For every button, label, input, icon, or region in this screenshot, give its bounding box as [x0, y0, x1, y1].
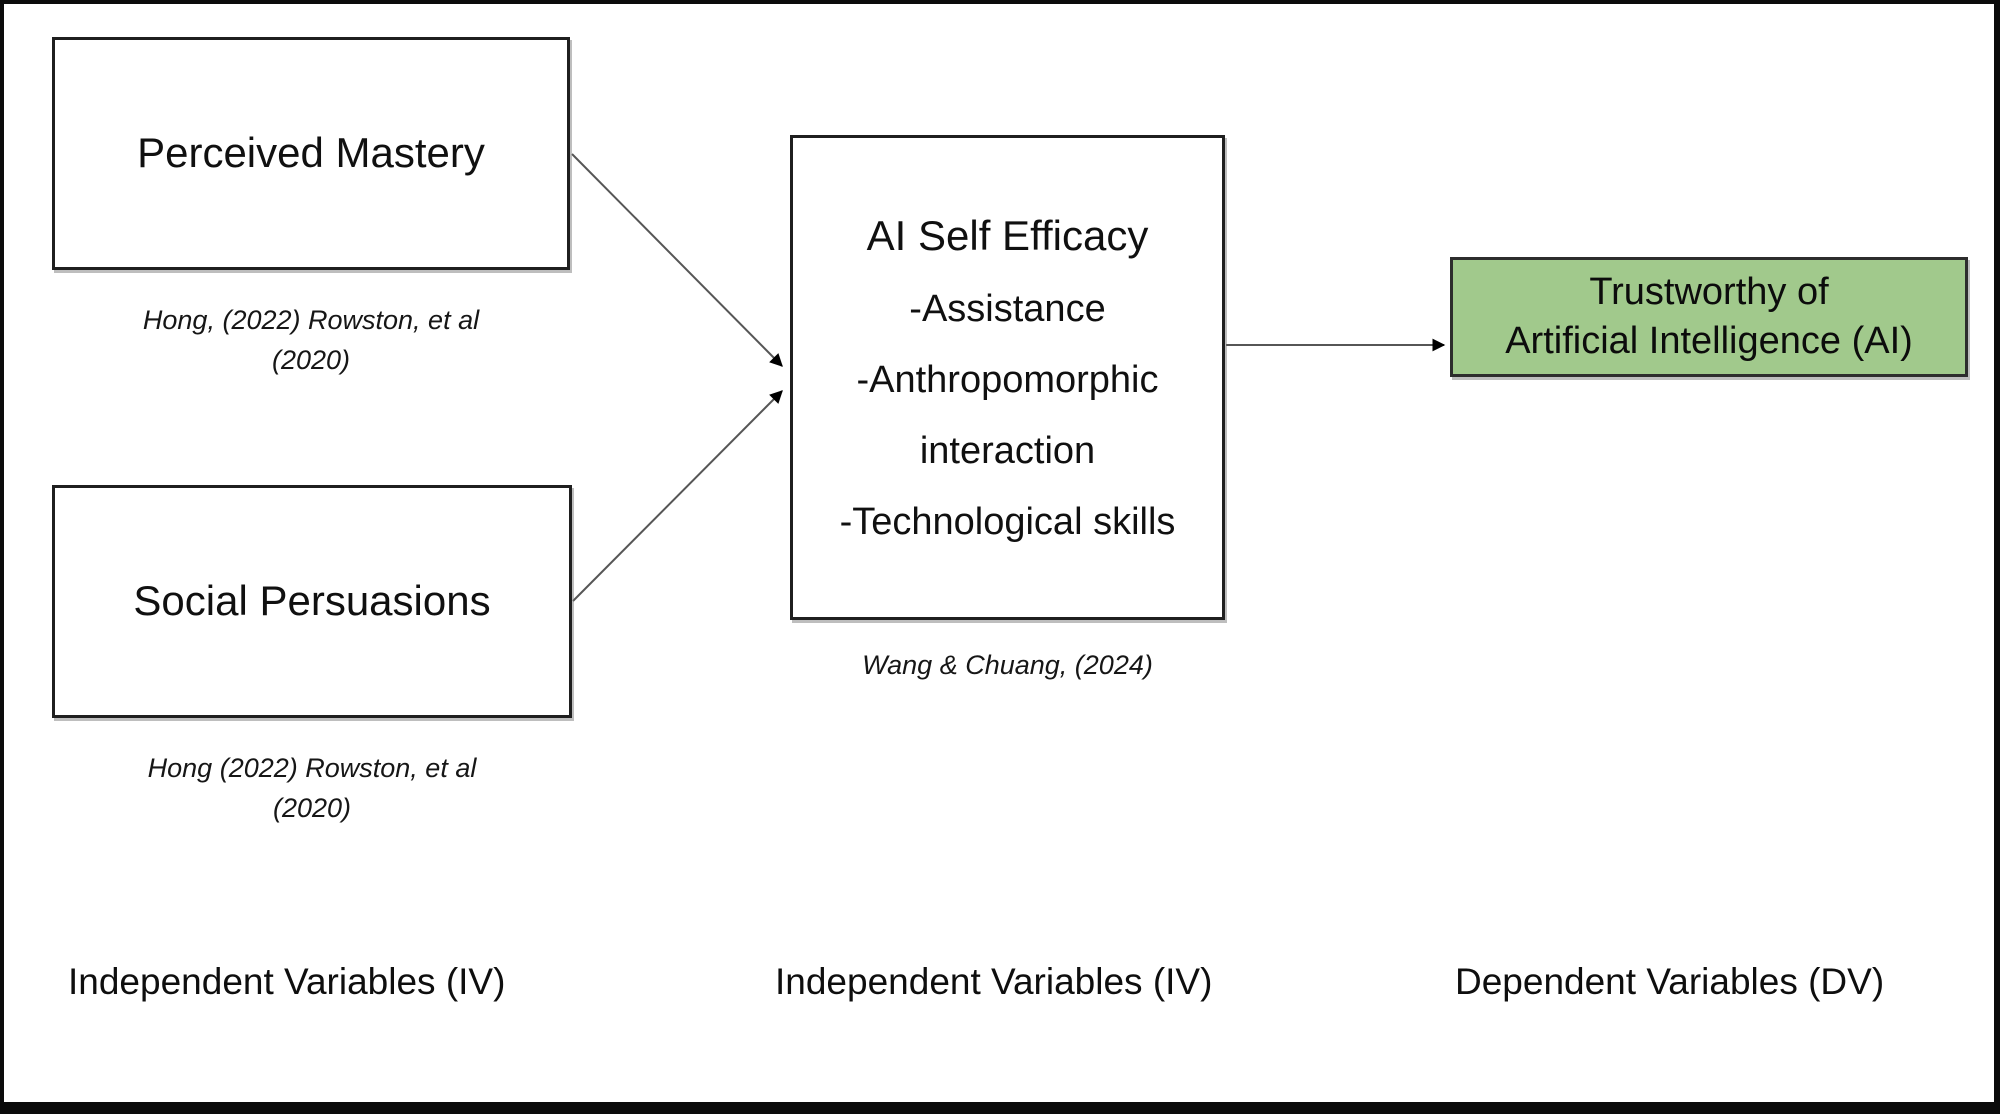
efficacy-item-anthropomorphic: -Anthropomorphic	[856, 359, 1159, 401]
node-ai-self-efficacy-title: AI Self Efficacy	[866, 212, 1149, 259]
arrow-perceived-mastery-to-ai-self-efficacy	[571, 153, 783, 367]
node-social-persuasions-label: Social Persuasions	[133, 577, 491, 625]
citation-perceived-mastery: Hong, (2022) Rowston, et al (2020)	[52, 300, 570, 380]
citation-ai-self-efficacy: Wang & Chuang, (2024)	[790, 645, 1225, 685]
node-trustworthy-ai: Trustworthy of Artificial Intelligence (…	[1450, 257, 1968, 377]
node-social-persuasions: Social Persuasions	[52, 485, 572, 718]
efficacy-item-assistance: -Assistance	[909, 288, 1106, 330]
citation-line: Hong, (2022) Rowston, et al	[142, 305, 480, 335]
column-label-independent-variables-left: Independent Variables (IV)	[68, 961, 506, 1002]
citation-line: Wang & Chuang, (2024)	[862, 650, 1153, 680]
citation-line: (2020)	[271, 345, 351, 375]
citation-line: (2020)	[272, 793, 352, 823]
node-trustworthy-ai-label: Trustworthy of Artificial Intelligence (…	[1505, 268, 1913, 366]
efficacy-item-technological-skills: -Technological skills	[839, 501, 1176, 543]
node-trustworthy-ai-label-line2: Artificial Intelligence (AI)	[1505, 320, 1913, 362]
node-trustworthy-ai-label-line1: Trustworthy of	[1589, 271, 1829, 313]
node-ai-self-efficacy-items: -Assistance -Anthropomorphic interaction…	[793, 274, 1222, 558]
citation-line: Hong (2022) Rowston, et al	[147, 753, 477, 783]
column-label-dependent-variables: Dependent Variables (DV)	[1455, 961, 1885, 1002]
node-perceived-mastery: Perceived Mastery	[52, 37, 570, 270]
column-label-independent-variables-middle: Independent Variables (IV)	[775, 961, 1213, 1002]
node-perceived-mastery-label: Perceived Mastery	[137, 129, 485, 177]
citation-social-persuasions: Hong (2022) Rowston, et al (2020)	[52, 748, 572, 828]
node-ai-self-efficacy: AI Self Efficacy -Assistance -Anthropomo…	[790, 135, 1225, 620]
arrow-social-persuasions-to-ai-self-efficacy	[572, 390, 783, 602]
efficacy-item-interaction: interaction	[919, 430, 1096, 472]
